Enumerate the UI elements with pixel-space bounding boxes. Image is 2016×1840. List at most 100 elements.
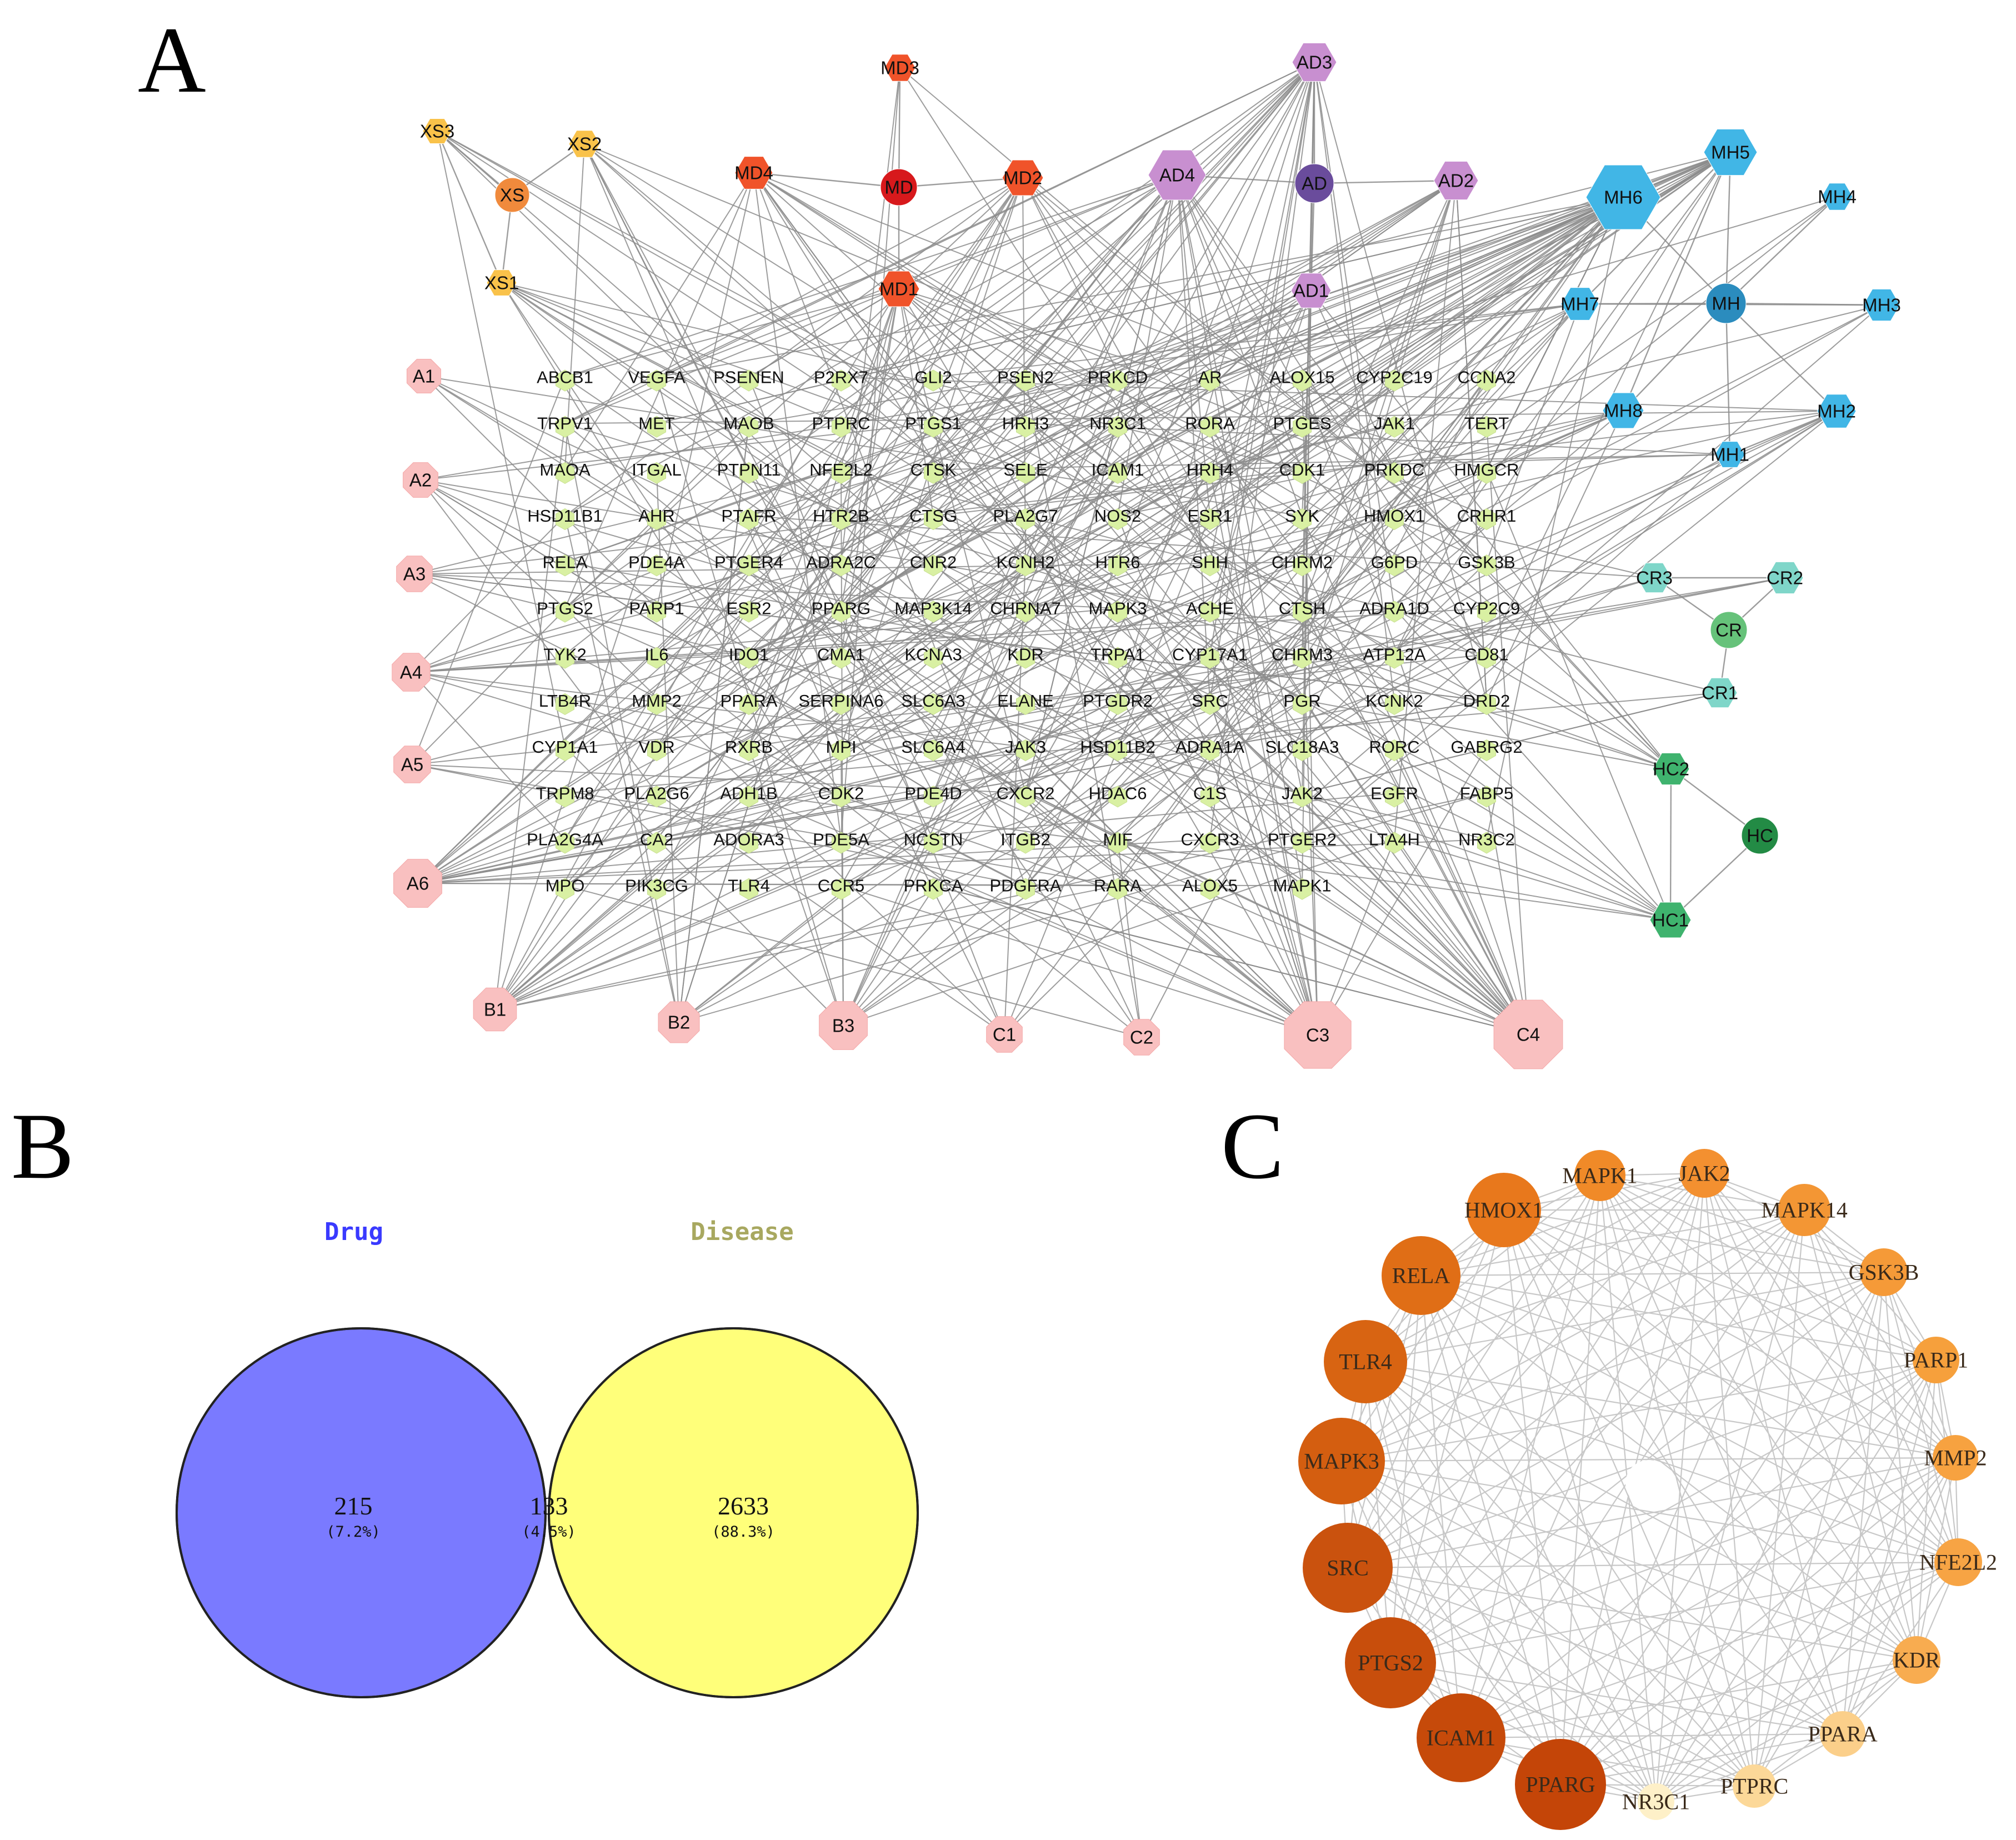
- ppi-edge: [1341, 1460, 1917, 1661]
- network-edge: [748, 197, 1624, 563]
- compound-node-a1: [407, 359, 441, 393]
- target-node-pde4a: [647, 554, 666, 577]
- target-label-cyp2c9: CYP2C9: [1453, 599, 1520, 618]
- target-node-crhr1: [1477, 508, 1496, 531]
- ppi-edge: [1365, 1271, 1884, 1363]
- network-edge: [1117, 197, 1624, 609]
- target-label-pde4d: PDE4D: [904, 783, 962, 803]
- network-edge: [1117, 562, 1529, 1035]
- network-edge: [564, 423, 1318, 1036]
- target-label-sele: SELE: [1003, 460, 1047, 479]
- venn-disease-percent: (88.3%): [712, 1523, 775, 1541]
- ppi-edge: [1420, 1271, 1884, 1277]
- herb-node-cr: [1710, 611, 1748, 649]
- target-node-ptgs1: [924, 416, 943, 438]
- ppi-edge: [1390, 1662, 1755, 1787]
- target-label-lta4h: LTA4H: [1369, 830, 1420, 849]
- ppi-edge: [1365, 1361, 1956, 1459]
- ppi-edge: [1915, 1359, 1937, 1661]
- target-label-ncstn: NCSTN: [904, 830, 963, 849]
- herb-node-mh6: [1585, 164, 1661, 230]
- target-label-kcnh2: KCNH2: [996, 552, 1054, 572]
- herb-node-ad2: [1433, 161, 1479, 201]
- target-label-esr1: ESR1: [1188, 506, 1233, 526]
- network-edge: [564, 516, 679, 1023]
- target-label-alox5: ALOX5: [1182, 876, 1238, 896]
- target-label-adh1b: ADH1B: [720, 783, 777, 803]
- network-edge: [748, 515, 1529, 1035]
- target-node-ccna2: [1477, 369, 1496, 392]
- network-edge: [656, 197, 1624, 378]
- network-edge: [1209, 654, 1318, 1036]
- ppi-edge: [1703, 1173, 1755, 1787]
- target-label-fabp5: FABP5: [1460, 783, 1514, 803]
- network-edge: [841, 839, 1318, 1036]
- network-edge: [564, 174, 1178, 609]
- ppi-edge: [1503, 1209, 1917, 1661]
- target-label-trpm8: TRPM8: [536, 783, 594, 803]
- target-node-pla2g6: [647, 786, 666, 808]
- target-node-prkdc: [1385, 462, 1404, 484]
- target-label-ctsg: CTSG: [909, 506, 957, 526]
- ppi-label-mapk3: MAPK3: [1304, 1449, 1379, 1474]
- network-edge: [748, 288, 899, 747]
- target-label-kcnk2: KCNK2: [1365, 691, 1423, 711]
- network-edge: [437, 131, 1118, 517]
- herb-node-hc: [1741, 817, 1779, 854]
- ppi-edge: [1420, 1274, 1937, 1361]
- herb-node-mh2: [1817, 394, 1857, 428]
- network-edge: [1022, 177, 1210, 563]
- network-edge: [1117, 410, 1624, 840]
- target-node-mmp2: [647, 693, 666, 715]
- target-node-ptgdr2: [1108, 693, 1127, 715]
- target-label-cxcr2: CXCR2: [996, 783, 1054, 803]
- herb-label-md1: MD1: [879, 279, 918, 299]
- target-node-prkcd: [1108, 369, 1127, 392]
- ppi-edge: [1599, 1174, 1884, 1273]
- compound-label-a1: A1: [413, 366, 435, 387]
- network-edge: [1209, 469, 1672, 769]
- target-node-rela: [556, 554, 574, 577]
- network-edge: [1302, 377, 1529, 1035]
- target-node-ahr: [647, 508, 666, 531]
- target-label-rorc: RORC: [1369, 737, 1419, 757]
- target-label-gli2: GLI2: [914, 368, 952, 387]
- target-label-gsk3b: GSK3B: [1458, 552, 1515, 572]
- network-edge: [656, 174, 1178, 378]
- target-label-nr3c1: NR3C1: [1089, 414, 1146, 433]
- network-edge: [1025, 196, 1838, 840]
- herb-label-cr2: CR2: [1767, 568, 1803, 588]
- ppi-edge: [1347, 1275, 1422, 1568]
- network-edge: [564, 152, 1731, 563]
- ppi-edge: [1420, 1275, 1657, 1802]
- target-node-slc18a3: [1293, 739, 1312, 762]
- target-label-pik3cg: PIK3CG: [625, 876, 688, 896]
- network-edge: [417, 608, 749, 884]
- ppi-edge: [1390, 1561, 1959, 1664]
- network-edge: [1302, 516, 1529, 1035]
- network-edge: [1486, 793, 1529, 1035]
- herb-label-mh2: MH2: [1817, 401, 1856, 422]
- network-edge: [494, 423, 566, 1010]
- target-node-pparg: [832, 601, 851, 623]
- ppi-edge: [1420, 1275, 1462, 1738]
- network-edge: [1025, 454, 1730, 840]
- target-label-vegfa: VEGFA: [628, 368, 686, 387]
- target-label-ahr: AHR: [638, 506, 674, 526]
- network-edge: [1117, 410, 1624, 517]
- target-node-syk: [1293, 508, 1312, 531]
- target-node-adra1a: [1200, 739, 1219, 762]
- ppi-edge: [1347, 1567, 1657, 1802]
- target-label-htr2b: HTR2B: [813, 506, 869, 526]
- ppi-label-jak2: JAK2: [1678, 1161, 1730, 1186]
- target-label-ido1: IDO1: [729, 645, 769, 664]
- target-node-hrh4: [1200, 462, 1219, 484]
- network-edge: [678, 608, 1210, 1023]
- target-node-shh: [1200, 554, 1219, 577]
- target-node-htr2b: [832, 508, 851, 531]
- compound-label-c3: C3: [1306, 1025, 1329, 1046]
- herb-label-ad1: AD1: [1293, 281, 1329, 301]
- network-edge: [411, 515, 934, 673]
- network-edge: [898, 67, 901, 188]
